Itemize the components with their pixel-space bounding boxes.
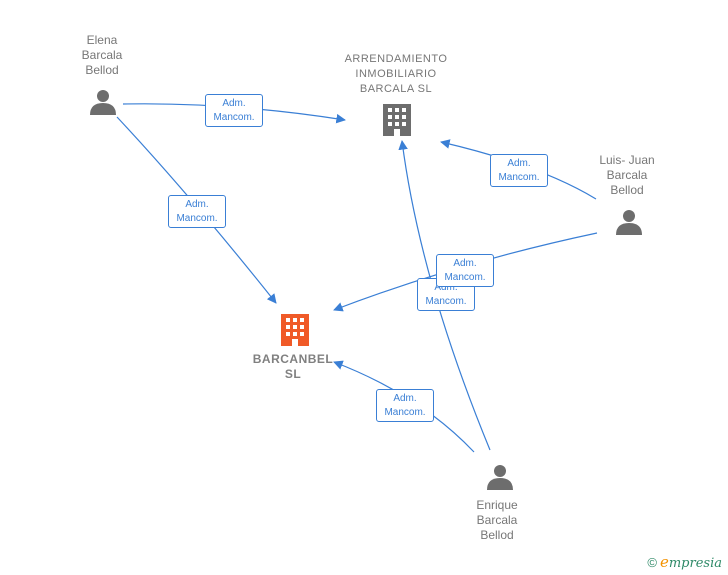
person-label-enrique[interactable]: Enrique Barcala Bellod xyxy=(476,498,518,542)
copyright-watermark: ©empresia xyxy=(647,553,722,571)
edge-label-elena-barcanbel[interactable]: Adm. Mancom. xyxy=(168,195,226,228)
edge-label-elena-arrendamiento[interactable]: Adm. Mancom. xyxy=(205,94,263,127)
person-icon-enrique[interactable] xyxy=(487,465,513,490)
edge-label-luis-arrendamiento[interactable]: Adm. Mancom. xyxy=(490,154,548,187)
building-icon-barcanbel[interactable] xyxy=(281,314,309,346)
company-label-arrendamiento[interactable]: ARRENDAMIENTO INMOBILIARIO BARCALA SL xyxy=(344,53,448,95)
edge-label-enrique-barcanbel[interactable]: Adm. Mancom. xyxy=(376,389,434,422)
copyright-icon: © xyxy=(647,555,657,570)
edge-label-luis-barcanbel[interactable]: Adm. Mancom. xyxy=(436,254,494,287)
company-label-barcanbel[interactable]: BARCANBEL SL xyxy=(252,352,334,381)
brand-logo-initial: e xyxy=(659,553,669,571)
building-icon-arrendamiento[interactable] xyxy=(383,104,411,136)
person-label-luis[interactable]: Luis- Juan Barcala Bellod xyxy=(599,153,655,197)
person-icon-luis[interactable] xyxy=(616,210,642,235)
brand-logo-text: mpresia xyxy=(668,556,722,571)
person-icon-elena[interactable] xyxy=(90,90,116,115)
person-label-elena[interactable]: Elena Barcala Bellod xyxy=(81,33,123,77)
